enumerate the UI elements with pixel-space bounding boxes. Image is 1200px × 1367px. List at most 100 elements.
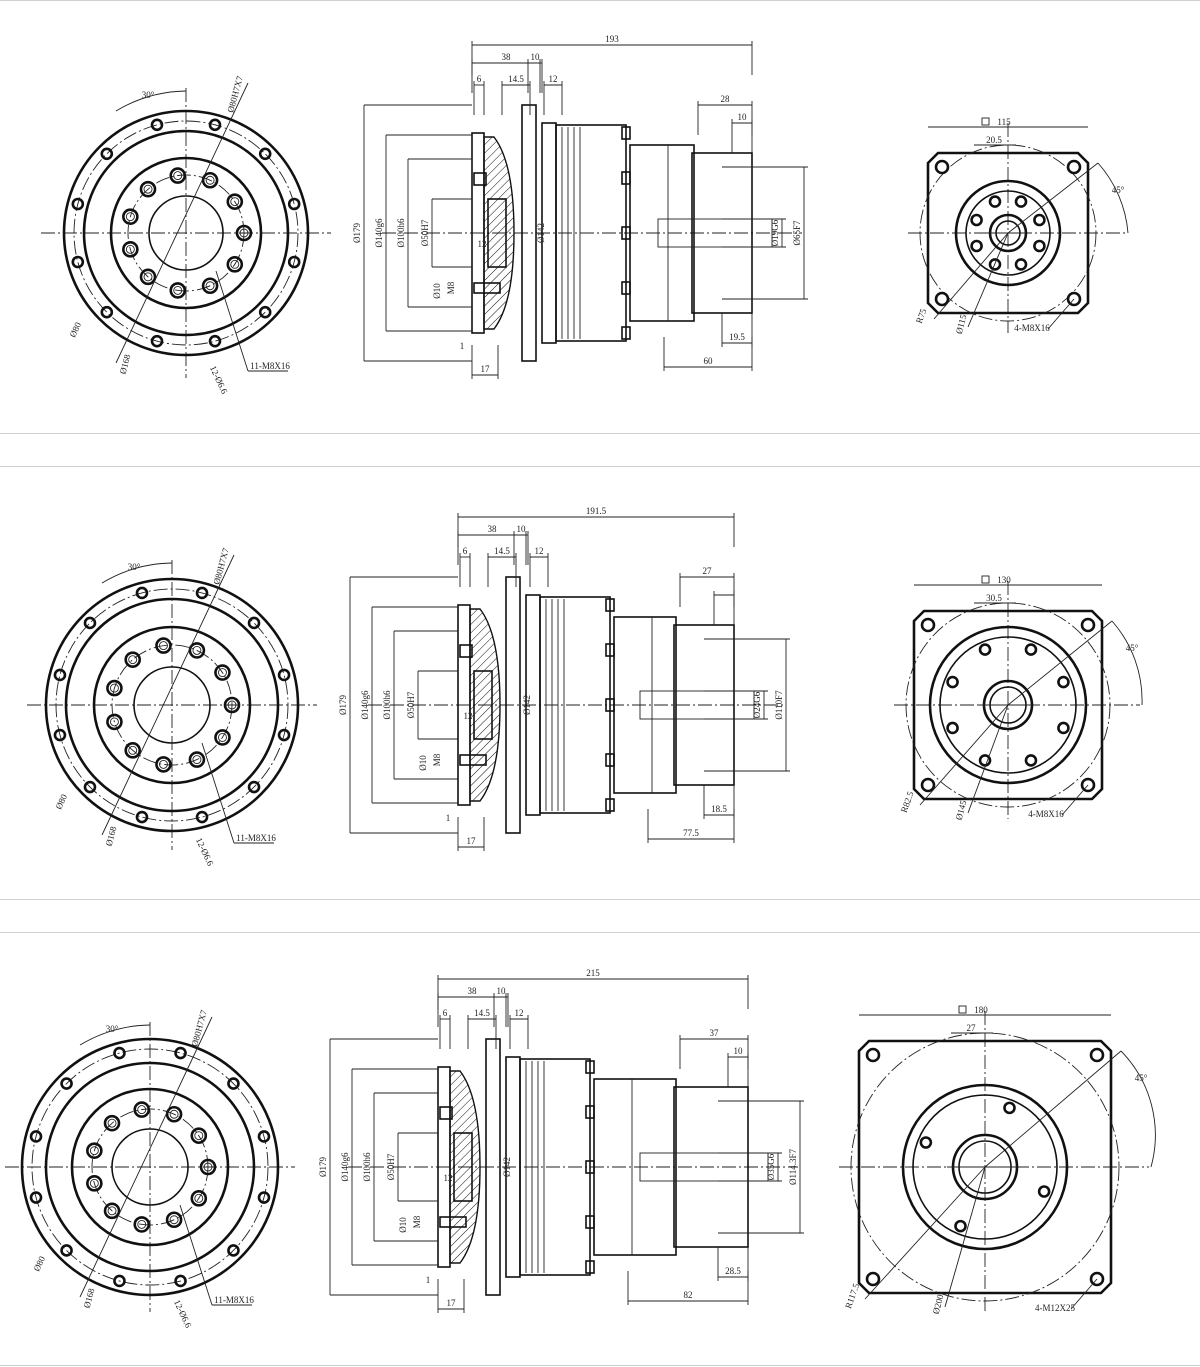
front-bolt-pcd-label: Ø168	[118, 353, 133, 375]
side-dim-12b: 12	[444, 1173, 453, 1183]
front-bolt-hole	[258, 305, 272, 319]
side-dim-12a-label: 12	[515, 1008, 524, 1018]
rear-dim-square-label: 130	[997, 575, 1011, 585]
side-screw	[459, 754, 487, 766]
rear-thread-leader	[1070, 1278, 1098, 1310]
front-bolt-hole	[113, 1046, 126, 1060]
front-thread-hole	[169, 167, 187, 184]
side-dim-50-label: Ø50H7	[420, 219, 430, 246]
side-screw	[473, 282, 501, 294]
side-key	[473, 172, 487, 186]
front-bolt-hole	[195, 586, 209, 600]
side-dim-10b-label: 10	[738, 112, 748, 122]
rear-angle-label: 45°	[1126, 643, 1139, 653]
front-thread-hole	[226, 193, 244, 210]
front-thread-hole	[124, 651, 142, 668]
front-thread-hole-inner	[125, 244, 135, 254]
front-bolt-hole	[135, 810, 149, 824]
front-bolt-hole	[60, 1244, 73, 1257]
rear-r-leader	[864, 1166, 986, 1300]
rear-dim-offset-label: 20.5	[986, 135, 1002, 145]
rear-motor-hole	[1024, 754, 1038, 767]
rear-thread-label: 4-M8X16	[1028, 809, 1064, 819]
front-thread-hole	[199, 1158, 217, 1176]
front-bolt-hole	[227, 1244, 240, 1257]
front-thread-hole	[155, 637, 172, 654]
side-dim-1: 1	[460, 341, 465, 351]
front-thread-hole	[122, 208, 139, 225]
front-thread-hole-inner	[125, 212, 135, 222]
front-thread-hole	[223, 696, 241, 714]
front-bore	[111, 1128, 189, 1206]
side-flange	[485, 1038, 501, 1296]
front-bolt-hole	[208, 118, 222, 132]
rear-angle-arc	[1120, 1050, 1156, 1168]
side-dim-6-label: 6	[477, 74, 482, 84]
rear-motor-hole	[1033, 239, 1046, 253]
rear-corner-pcd	[850, 1032, 1120, 1302]
front-outer-circle	[62, 109, 310, 357]
front-angle-arc	[101, 562, 173, 584]
front-bolt-hole	[113, 1274, 126, 1288]
side-dim-total-label: 193	[605, 34, 619, 44]
rear-motor-hole	[1024, 643, 1038, 656]
side-dim-14-5-label: 14.5	[494, 546, 510, 556]
rear-motor-hole	[970, 213, 983, 227]
front-thread-hole-inner	[107, 1206, 117, 1216]
front-thread-hole	[122, 241, 139, 258]
front-thread-hole-inner	[239, 228, 249, 238]
side-dim-38-label: 38	[502, 52, 512, 62]
front-bolt-hole	[287, 255, 301, 269]
side-dim-shaft-label: Ø24G6	[752, 691, 762, 718]
front-thread-hole-inner	[227, 700, 237, 710]
front-thread-hole-inner	[230, 197, 240, 207]
front-bolt-hole	[135, 586, 149, 600]
front-bolt-hole	[287, 197, 301, 211]
side-thread-m: M8	[412, 1215, 422, 1228]
front-thread-hole-inner	[109, 717, 119, 727]
front-thread-hole-inner	[169, 1215, 179, 1225]
rear-motor-hole	[1033, 213, 1046, 227]
front-bolt-hole	[71, 255, 85, 269]
side-hatched-section	[483, 136, 515, 330]
rear-motor-hole	[988, 195, 1002, 208]
rear-pcd-label: Ø115	[954, 313, 969, 335]
side-motor-shaft	[639, 690, 755, 720]
front-thread-hole	[201, 171, 219, 189]
side-dim-12b: 12	[464, 711, 473, 721]
side-dim-19-5-label: 28.5	[725, 1266, 741, 1276]
front-thread-hole-inner	[137, 1105, 147, 1115]
side-dim-38-label: 38	[468, 986, 478, 996]
rear-square-symbol	[981, 117, 990, 126]
side-dim-12a-label: 12	[549, 74, 558, 84]
rear-motor-hole	[978, 754, 992, 767]
side-thread-m: M8	[446, 281, 456, 294]
rear-corner-hole	[1080, 777, 1096, 793]
side-dim-17-label: 17	[481, 364, 491, 374]
side-dim-1: 1	[426, 1275, 431, 1285]
front-thread-label: 11-M8X16	[250, 361, 290, 371]
front-bolt-pcd	[73, 120, 299, 346]
rear-hub	[901, 1083, 1069, 1251]
side-dim-100-label: Ø100h6	[396, 218, 406, 247]
side-body	[555, 124, 627, 342]
rear-thread-leader	[1061, 784, 1089, 816]
rear-dim-offset-label: 30.5	[986, 593, 1002, 603]
front-thread-hole	[133, 1101, 151, 1118]
front-outer-circle	[20, 1037, 280, 1297]
rear-dim-square-label: 180	[974, 1005, 988, 1015]
rear-corner-hole	[865, 1047, 881, 1063]
front-pitch-dia-label: Ø80H7X7	[189, 1008, 208, 1047]
side-key	[439, 1106, 453, 1120]
front-thread-hole	[86, 1142, 103, 1159]
side-dim-10a-label: 10	[497, 986, 507, 996]
rear-pcd-label: Ø200	[931, 1293, 946, 1315]
front-thread-hole-inner	[194, 1131, 204, 1141]
side-dim-50-label: Ø50H7	[386, 1153, 396, 1180]
front-thread-hole-inner	[203, 1162, 213, 1172]
